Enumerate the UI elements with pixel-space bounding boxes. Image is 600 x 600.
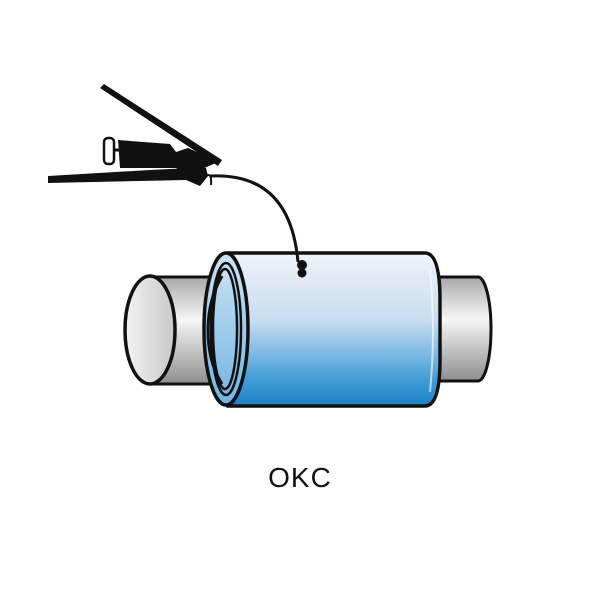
diagram-caption: OKC <box>268 462 332 493</box>
alligator-clip-icon <box>48 84 222 186</box>
right-pipe <box>428 275 493 383</box>
test-wire <box>209 174 300 263</box>
wire-connector <box>297 260 307 278</box>
shrink-sleeve <box>202 251 442 408</box>
